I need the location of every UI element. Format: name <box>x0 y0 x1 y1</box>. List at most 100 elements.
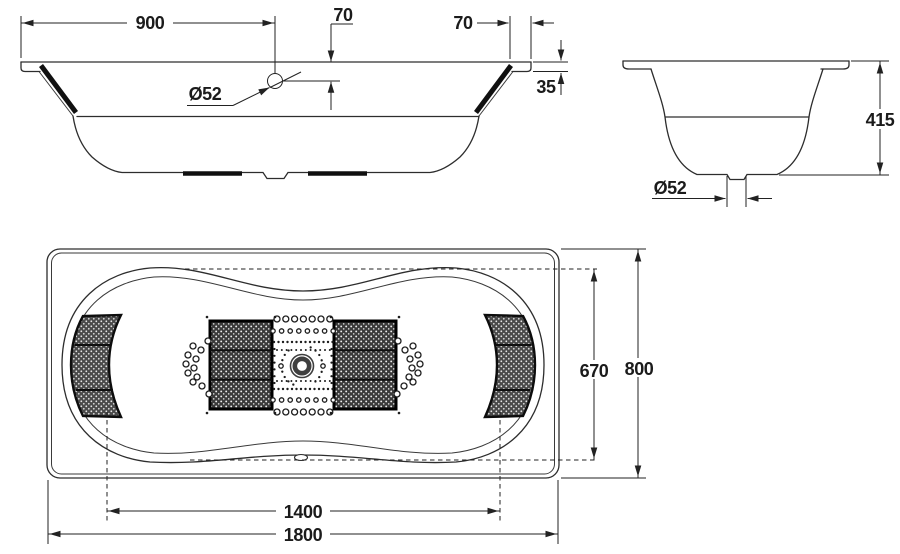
texture-dot <box>328 380 331 382</box>
texture-ring <box>313 397 319 403</box>
side-view: 900 70 Ø52 70 <box>20 5 568 180</box>
antislip-patch-left <box>69 313 123 419</box>
texture-dot <box>273 381 276 385</box>
texture-ring <box>278 328 285 334</box>
texture-dot <box>320 359 323 362</box>
dimension-1800: 1800 <box>47 480 559 545</box>
end-shell <box>650 68 824 181</box>
texture-dot <box>331 340 334 344</box>
texture-dot <box>272 340 276 344</box>
texture-ring <box>299 315 308 323</box>
texture-dot <box>295 380 298 382</box>
texture-ring <box>320 363 326 369</box>
texture-dot <box>281 370 284 373</box>
texture-dot <box>309 349 312 351</box>
texture-dot <box>304 380 307 382</box>
texture-dot <box>314 349 317 352</box>
dimension-415: 415 <box>779 60 899 176</box>
texture-dot <box>295 387 298 391</box>
plan-outer-edge <box>46 248 560 479</box>
texture-dot <box>273 315 277 319</box>
texture-ring <box>317 408 325 416</box>
texture-ring <box>317 315 325 323</box>
texture-dot <box>330 354 333 357</box>
dot-pattern-center <box>205 315 401 416</box>
texture-dot <box>273 347 276 351</box>
texture-dot <box>300 349 302 351</box>
texture-ring <box>416 360 424 368</box>
texture-dot <box>280 349 283 351</box>
texture-dot <box>318 353 321 357</box>
texture-dot <box>397 411 401 415</box>
texture-dot <box>283 375 286 379</box>
end-right-rim-lip <box>820 60 850 70</box>
side-drain-circle <box>267 73 283 89</box>
texture-ring <box>321 397 328 403</box>
texture-dot <box>331 387 334 391</box>
texture-dot <box>329 315 333 319</box>
texture-ring <box>278 363 284 369</box>
texture-dot <box>277 387 280 391</box>
texture-dot <box>281 359 284 362</box>
texture-dot <box>320 370 323 373</box>
dim-800-label: 800 <box>625 359 654 379</box>
texture-ring <box>282 315 290 323</box>
texture-dot <box>322 387 325 391</box>
texture-dot <box>309 380 312 382</box>
dimension-70-rim: 70 <box>453 13 554 59</box>
texture-dot <box>290 349 293 351</box>
texture-dot <box>330 375 333 378</box>
texture-dot <box>273 354 276 357</box>
texture-ring <box>330 328 337 334</box>
texture-ring <box>287 397 294 403</box>
dot-pattern-right <box>393 337 424 398</box>
texture-ring <box>189 342 197 350</box>
texture-dot <box>299 340 303 344</box>
texture-dot <box>324 349 326 351</box>
texture-ring <box>414 369 422 377</box>
side-right-rim-lip <box>511 61 532 73</box>
texture-ring <box>304 397 311 403</box>
dim-70-drain-label: 70 <box>333 5 353 25</box>
texture-ring <box>189 378 197 386</box>
texture-ring <box>394 337 402 345</box>
dimension-800: 800 <box>561 248 658 479</box>
texture-ring <box>401 346 409 354</box>
texture-ring <box>313 328 319 334</box>
dim-70-rim-label: 70 <box>453 13 473 33</box>
texture-dot <box>329 411 333 415</box>
texture-ring <box>290 315 299 323</box>
texture-dot <box>299 387 303 391</box>
texture-ring <box>192 355 200 363</box>
texture-ring <box>193 373 201 381</box>
texture-dot <box>304 349 307 351</box>
texture-dot <box>314 380 317 383</box>
texture-ring <box>408 364 416 372</box>
texture-dot <box>277 340 280 344</box>
end-left-rim-lip <box>622 60 652 70</box>
drain-callout-end: Ø52 <box>652 176 772 207</box>
texture-dot <box>281 387 285 391</box>
texture-dot <box>273 411 277 415</box>
texture-ring <box>400 382 408 390</box>
texture-ring <box>270 397 276 403</box>
texture-dot <box>205 315 209 319</box>
texture-dot <box>205 411 209 415</box>
texture-dot <box>397 315 401 319</box>
texture-dot <box>272 387 276 391</box>
texture-ring <box>184 369 192 377</box>
dimension-670: 670 <box>575 269 614 460</box>
texture-dot <box>326 340 330 344</box>
texture-ring <box>405 373 413 381</box>
texture-dot <box>287 349 290 352</box>
texture-ring <box>330 397 337 403</box>
plan-inner-edge <box>51 252 555 475</box>
texture-dot <box>319 380 322 382</box>
texture-dot <box>283 353 286 357</box>
drain-diameter-label-end: Ø52 <box>654 178 687 198</box>
texture-dot <box>285 349 288 351</box>
texture-dot <box>328 349 331 351</box>
texture-ring <box>304 328 311 334</box>
texture-dot <box>276 380 278 382</box>
